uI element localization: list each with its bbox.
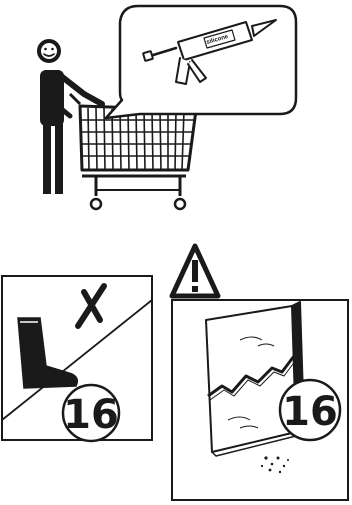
wall-panel: 16: [172, 300, 348, 500]
warning-triangle-icon: [172, 246, 218, 296]
wall-panel-number-badge: 16: [280, 380, 340, 440]
floor-panel: 16: [2, 276, 152, 441]
floor-panel-number: 16: [63, 392, 119, 438]
wall-panel-number: 16: [282, 389, 338, 435]
floor-panel-number-badge: 16: [63, 385, 119, 441]
